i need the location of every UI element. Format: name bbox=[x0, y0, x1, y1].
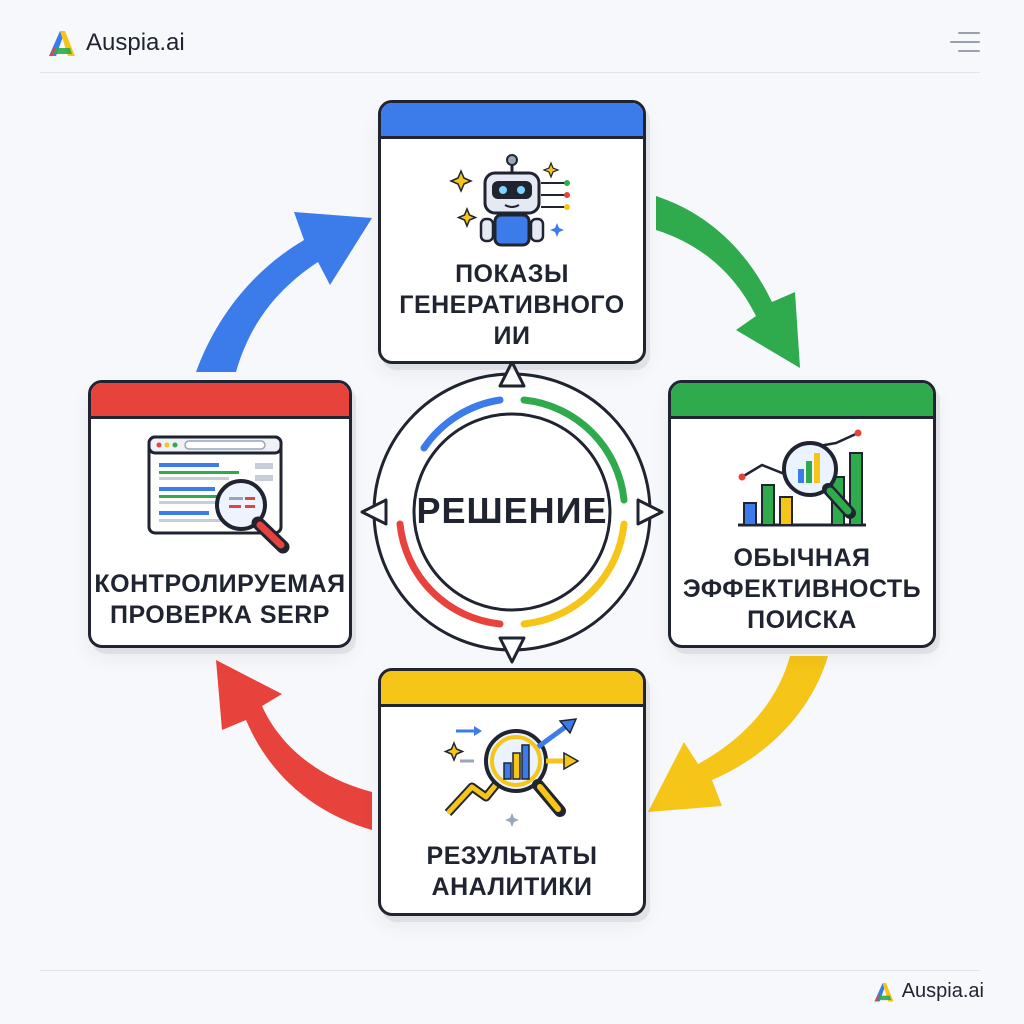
analytics-magnifier-icon bbox=[443, 718, 580, 827]
menu-icon[interactable] bbox=[950, 30, 980, 54]
card-title-line: КОНТРОЛИРУЕМАЯ bbox=[94, 570, 346, 598]
arrow-yellow bbox=[648, 656, 828, 812]
card-header-bar bbox=[381, 103, 643, 139]
auspia-logo-icon bbox=[49, 31, 75, 56]
card-title: КОНТРОЛИРУЕМАЯ ПРОВЕРКА SERP bbox=[91, 569, 349, 631]
arrow-green bbox=[656, 196, 800, 368]
card-title: РЕЗУЛЬТАТЫ АНАЛИТИКИ bbox=[381, 841, 643, 903]
card-title-line: ПРОВЕРКА SERP bbox=[109, 601, 330, 629]
header: Auspia.ai bbox=[40, 22, 980, 73]
robot-icon bbox=[449, 154, 570, 247]
card-title-line: ЭФФЕКТИВНОСТЬ bbox=[682, 575, 922, 603]
card-analytics-results[interactable]: РЕЗУЛЬТАТЫ АНАЛИТИКИ bbox=[378, 668, 646, 916]
card-generative-ai[interactable]: ПОКАЗЫ ГЕНЕРАТИВНОГО ИИ bbox=[378, 100, 646, 364]
card-title-line: АНАЛИТИКИ bbox=[431, 873, 593, 901]
brand[interactable]: Auspia.ai bbox=[46, 28, 185, 58]
card-header-bar bbox=[91, 383, 349, 419]
footer-brand-name: Auspia.ai bbox=[901, 980, 984, 1002]
card-title: ПОКАЗЫ ГЕНЕРАТИВНОГО ИИ bbox=[381, 259, 643, 352]
card-header-bar bbox=[671, 383, 933, 419]
serp-browser-magnifier-icon bbox=[147, 435, 290, 554]
card-organic-search[interactable]: ОБЫЧНАЯ ЭФФЕКТИВНОСТЬ ПОИСКА bbox=[668, 380, 936, 648]
arrow-blue bbox=[196, 212, 372, 372]
auspia-logo-icon bbox=[874, 982, 894, 1002]
card-header-bar bbox=[381, 671, 643, 707]
card-title-line: ПОИСКА bbox=[747, 606, 857, 634]
card-title-line: ГЕНЕРАТИВНОГО bbox=[399, 291, 625, 319]
card-title-line: ОБЫЧНАЯ bbox=[733, 544, 871, 572]
card-serp-check[interactable]: КОНТРОЛИРУЕМАЯ ПРОВЕРКА SERP bbox=[88, 380, 352, 648]
arrow-red bbox=[216, 660, 372, 830]
footer-divider bbox=[40, 970, 980, 971]
footer-brand[interactable]: Auspia.ai bbox=[872, 980, 984, 1003]
card-title-line: ПОКАЗЫ bbox=[455, 260, 569, 288]
card-title: ОБЫЧНАЯ ЭФФЕКТИВНОСТЬ ПОИСКА bbox=[671, 543, 933, 636]
card-title-line: РЕЗУЛЬТАТЫ bbox=[426, 842, 598, 870]
card-title-line: ИИ bbox=[493, 322, 531, 350]
center-label: РЕШЕНИЕ bbox=[416, 490, 608, 531]
bar-chart-magnifier-icon bbox=[738, 429, 866, 527]
brand-name: Auspia.ai bbox=[86, 29, 185, 56]
